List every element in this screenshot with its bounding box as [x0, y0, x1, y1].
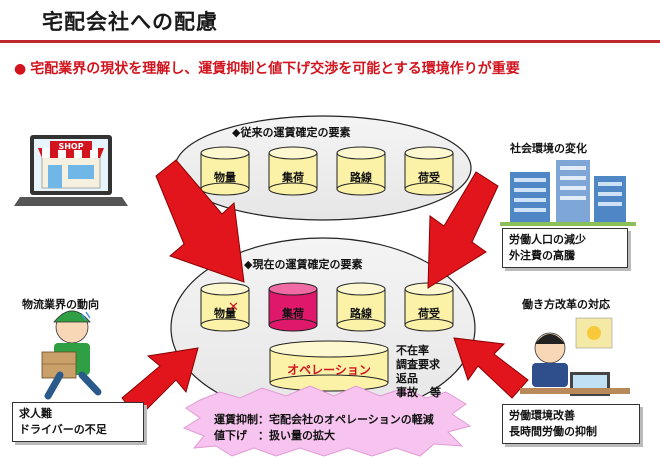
- social-change-heading: 社会環境の変化: [510, 142, 587, 155]
- note-line: ドライバーの不足: [19, 423, 107, 436]
- factor-accidents-label: 事故: [396, 386, 418, 399]
- operation-factors-list: 不在率 調査要求 返品 事故等: [396, 344, 441, 400]
- bottom-cylinder-2-highlight: [268, 282, 318, 332]
- top-item-1: 物量: [214, 170, 236, 184]
- bottom-item-3: 路線: [350, 306, 372, 320]
- bottom-cylinder-1: [200, 282, 250, 332]
- top-item-3: 路線: [350, 170, 372, 184]
- note-line: 外注費の高騰: [509, 249, 575, 262]
- arrow-from-shop: [155, 159, 245, 283]
- factor-returns: 返品: [396, 372, 418, 385]
- logistics-note-box: 求人難 ドライバーの不足: [12, 402, 144, 442]
- top-group-heading: ◆従来の運賃確定の要素: [232, 126, 351, 139]
- note-line: 労働人口の減少: [509, 233, 586, 246]
- top-cylinder-1: [200, 146, 250, 196]
- top-cylinder-3: [336, 146, 386, 196]
- bottom-item-1: 物量: [214, 306, 236, 320]
- factor-absence-rate: 不在率: [396, 344, 429, 357]
- title-divider: [0, 40, 660, 43]
- shop-laptop-illustration: SHOP: [14, 135, 128, 206]
- buildings-illustration: [500, 160, 636, 226]
- lead-text: 宅配業界の現状を理解し、運賃抑制と値下げ交渉を可能とする環境作りが重要: [30, 61, 520, 77]
- bullet-icon: ●: [14, 61, 27, 77]
- bottom-cylinder-3: [336, 282, 386, 332]
- bottom-item-2: 集荷: [281, 306, 304, 320]
- burst-line-price-reduction: 値下げ ：扱い量の拡大: [214, 429, 335, 442]
- workstyle-reform-heading: 働き方改革の対応: [522, 298, 610, 311]
- crossed-out-mark-icon: ✕: [228, 300, 239, 315]
- arrow-from-social: [427, 171, 499, 289]
- workstyle-note-box: 労働環境改善 長時間労働の抑制: [502, 404, 640, 444]
- top-cylinder-4: [404, 146, 454, 196]
- note-line: 長時間労働の抑制: [509, 425, 597, 438]
- bottom-group-heading: ◆現在の運賃確定の要素: [244, 258, 363, 271]
- page-title: 宅配会社への配慮: [42, 10, 218, 34]
- bottom-item-4: 荷受: [417, 306, 440, 320]
- factor-accidents: 事故等: [396, 386, 441, 400]
- social-note-box: 労働人口の減少 外注費の高騰: [502, 228, 628, 268]
- lead-statement: ●宅配業界の現状を理解し、運賃抑制と値下げ交渉を可能とする環境作りが重要: [14, 58, 520, 78]
- burst-text: 運賃抑制：宅配会社のオペレーションの軽減 値下げ ：扱い量の拡大: [214, 412, 434, 444]
- note-line: 求人難: [19, 407, 52, 420]
- operation-label: オペレーション: [287, 363, 371, 377]
- logistics-trend-heading: 物流業界の動向: [22, 298, 99, 311]
- top-item-4: 荷受: [417, 170, 440, 184]
- desk-worker-illustration: [520, 317, 630, 396]
- top-item-2: 集荷: [281, 170, 304, 184]
- note-line: 労働環境改善: [509, 409, 575, 422]
- shop-sign: SHOP: [58, 142, 83, 151]
- delivery-worker-illustration: [41, 310, 102, 400]
- factor-investigation-request: 調査要求: [396, 358, 440, 371]
- burst-shape: [182, 385, 472, 457]
- burst-line-fare-control: 運賃抑制：宅配会社のオペレーションの軽減: [214, 413, 434, 426]
- arrow-from-logistics: [121, 347, 199, 419]
- top-cylinder-2: [268, 146, 318, 196]
- factor-etc-label: 等: [430, 386, 441, 399]
- bottom-cylinder-4: [404, 282, 454, 332]
- arrow-from-workstyle: [453, 337, 529, 399]
